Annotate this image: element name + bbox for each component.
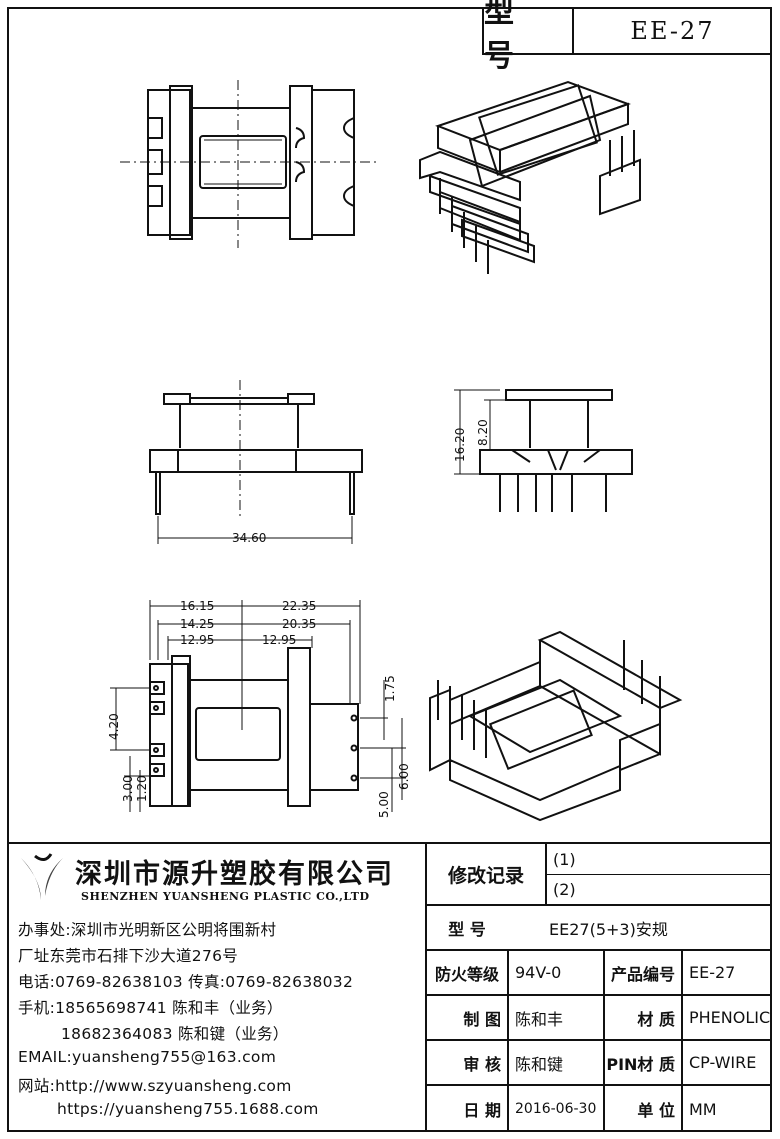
dim-width-total: 34.60 xyxy=(232,531,266,545)
drawing-frame xyxy=(7,7,772,1132)
email: EMAIL:yuansheng755@163.com xyxy=(18,1048,277,1066)
company-logo-icon xyxy=(21,853,63,900)
technical-drawing: 34.60 16.20 8.20 xyxy=(107,80,683,822)
product-no-value: EE-27 xyxy=(683,951,770,996)
drawn-by-label: 制 图 xyxy=(427,996,509,1041)
side-view xyxy=(454,389,633,512)
dim-d7: 1.75 xyxy=(383,675,397,702)
dim-d11: 5.00 xyxy=(377,791,391,818)
material-label: 材 质 xyxy=(605,996,683,1041)
revision-2: (2) xyxy=(547,875,770,906)
website-2: https://yuansheng755.1688.com xyxy=(57,1100,319,1118)
product-no-label: 产品编号 xyxy=(605,951,683,996)
company-name-en: SHENZHEN YUANSHENG PLASTIC CO.,LTD xyxy=(81,890,370,903)
front-view xyxy=(149,380,363,544)
dim-d5: 20.35 xyxy=(282,617,316,631)
reviewed-by-label: 审 核 xyxy=(427,1041,509,1086)
model-value: EE27(5+3)安规 xyxy=(507,906,770,951)
pin-material-value: CP-WIRE xyxy=(683,1041,770,1086)
dim-d8: 4.20 xyxy=(107,713,121,740)
dim-d9: 3.00 xyxy=(121,775,135,802)
unit-label: 单 位 xyxy=(605,1086,683,1132)
reviewed-by-value: 陈和键 xyxy=(509,1041,605,1086)
dim-d4: 22.35 xyxy=(282,599,316,613)
pin-material-label: PIN材 质 xyxy=(605,1041,683,1086)
dim-height-total: 16.20 xyxy=(453,428,467,462)
mobile-1: 手机:18565698741 陈和丰（业务） xyxy=(18,999,283,1017)
dim-d1: 16.15 xyxy=(180,599,214,613)
material-value: PHENOLIC xyxy=(683,996,770,1041)
isometric-view-2 xyxy=(429,630,683,822)
dim-d10: 1.20 xyxy=(135,775,149,802)
website-1: 网站:http://www.szyuansheng.com xyxy=(18,1077,292,1095)
office-address: 办事处:深圳市光明新区公明将围新村 xyxy=(18,921,277,939)
top-view xyxy=(120,80,378,248)
revision-label: 修改记录 xyxy=(427,844,547,906)
dim-d3: 12.95 xyxy=(180,633,214,647)
fire-rating-value: 94V-0 xyxy=(509,951,605,996)
unit-value: MM xyxy=(689,1099,717,1119)
model-label: 型 号 xyxy=(427,906,507,951)
date-value: 2016-06-30 xyxy=(509,1086,605,1132)
bottom-view xyxy=(110,600,406,812)
company-name-cn: 深圳市源升塑胶有限公司 xyxy=(75,859,394,890)
title-block: 深圳市源升塑胶有限公司 SHENZHEN YUANSHENG PLASTIC C… xyxy=(9,842,770,1132)
header-model-value: EE-27 xyxy=(630,17,715,45)
fire-rating-label: 防火等级 xyxy=(427,951,509,996)
factory-address: 厂址东莞市石排下沙大道276号 xyxy=(18,947,239,965)
mobile-2: 18682364083 陈和键（业务） xyxy=(61,1025,289,1043)
drawn-by-value: 陈和丰 xyxy=(509,996,605,1041)
revision-1: (1) xyxy=(547,844,770,875)
date-label: 日 期 xyxy=(427,1086,509,1132)
company-panel: 深圳市源升塑胶有限公司 SHENZHEN YUANSHENG PLASTIC C… xyxy=(9,844,427,1132)
dim-height-core: 8.20 xyxy=(476,419,490,446)
dim-d2: 14.25 xyxy=(180,617,214,631)
isometric-view-1 xyxy=(419,80,641,274)
dim-d6: 12.95 xyxy=(262,633,296,647)
title-table: 修改记录 (1) (2) 型 号 EE27(5+3)安规 防火等级 94V-0 … xyxy=(427,844,770,1132)
phone-fax: 电话:0769-82638103 传真:0769-82638032 xyxy=(18,973,354,991)
dim-d12: 6.00 xyxy=(397,763,411,790)
